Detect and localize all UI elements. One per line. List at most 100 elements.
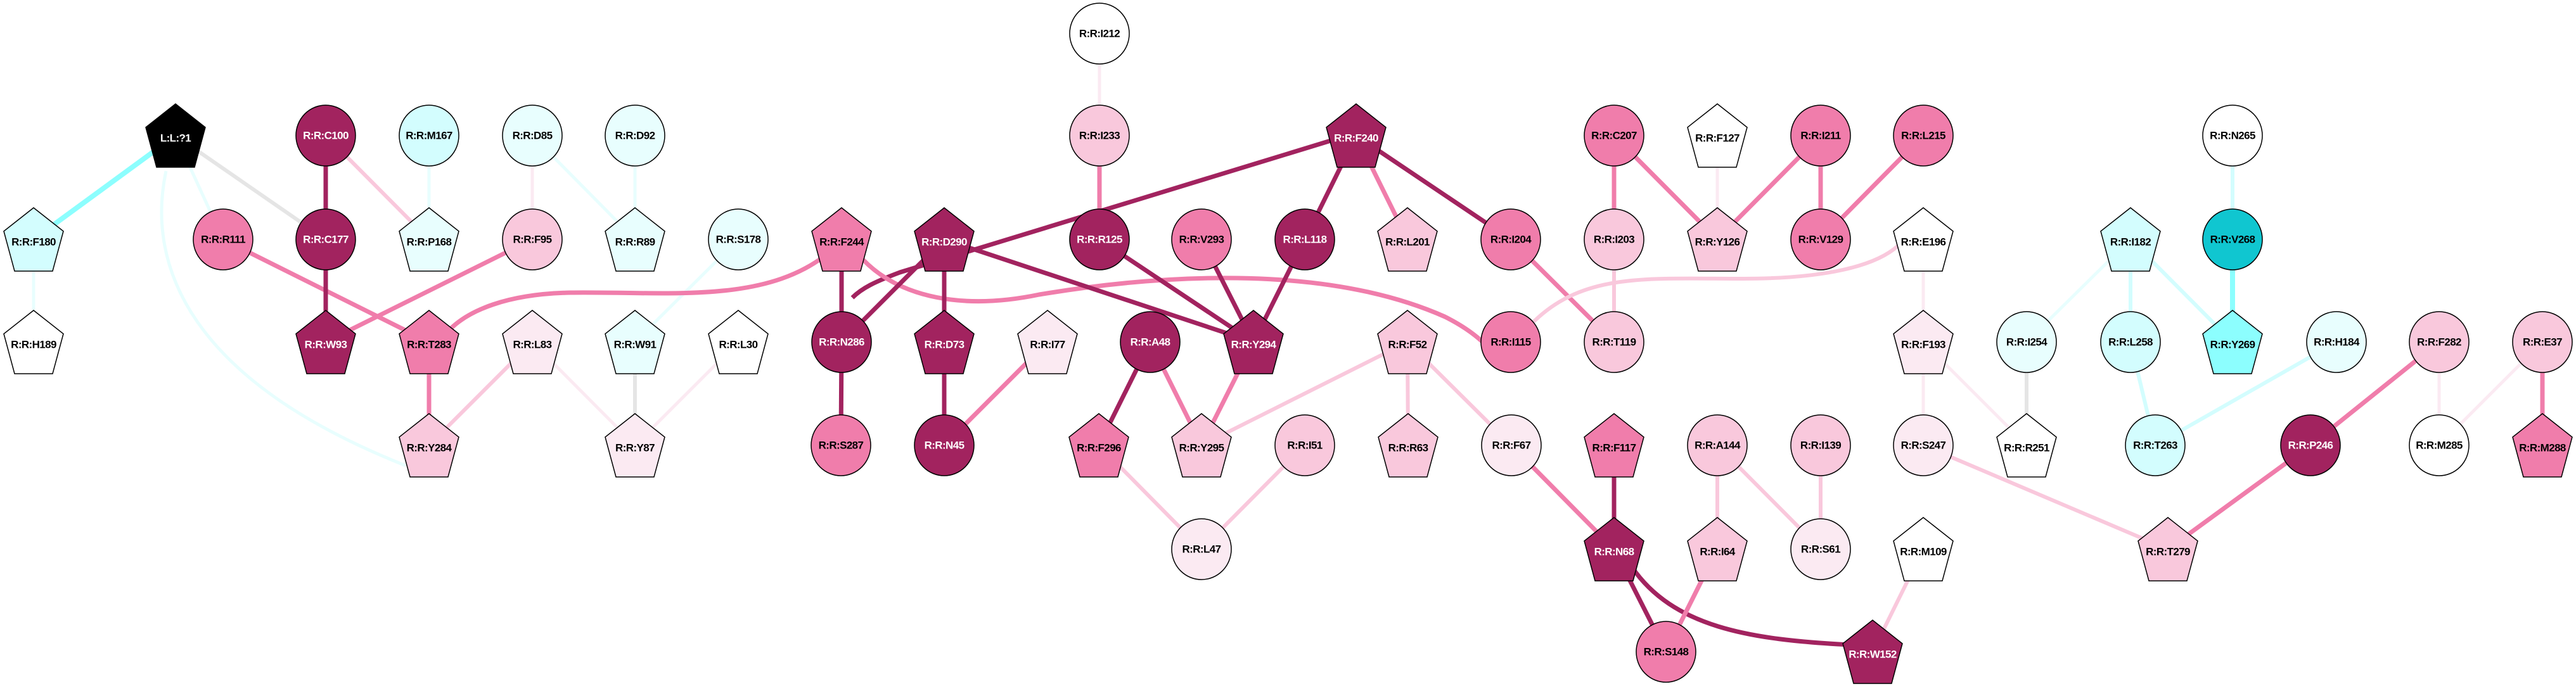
- node-r-r-f282[interactable]: R:R:F282: [2409, 311, 2470, 373]
- node-r-r-v129[interactable]: R:R:V129: [1790, 208, 1851, 270]
- node-r-r-s287[interactable]: R:R:S287: [811, 414, 871, 476]
- node-r-r-i203[interactable]: R:R:I203: [1584, 208, 1644, 270]
- node-r-r-c177[interactable]: R:R:C177: [295, 208, 356, 270]
- node-r-r-s178[interactable]: R:R:S178: [708, 208, 769, 270]
- node-r-r-h184[interactable]: R:R:H184: [2306, 311, 2367, 373]
- node-r-r-y87[interactable]: R:R:Y87: [605, 413, 665, 478]
- node-r-r-w152[interactable]: R:R:W152: [1842, 619, 1903, 684]
- node-r-r-i115[interactable]: R:R:I115: [1480, 311, 1541, 373]
- node-r-r-s61[interactable]: R:R:S61: [1790, 518, 1851, 580]
- node-r-r-s148[interactable]: R:R:S148: [1636, 621, 1696, 683]
- node-r-r-n45[interactable]: R:R:N45: [914, 414, 975, 476]
- node-r-r-l258[interactable]: R:R:L258: [2100, 311, 2161, 373]
- pentagon-node-shape: [1687, 207, 1748, 272]
- node-r-r-i77[interactable]: R:R:I77: [1017, 310, 1078, 374]
- node-r-r-t119[interactable]: R:R:T119: [1584, 311, 1644, 373]
- node-l-l-1[interactable]: L:L:?1: [145, 103, 206, 168]
- node-r-r-d290[interactable]: R:R:D290: [914, 207, 975, 272]
- node-label: R:R:C177: [303, 234, 349, 246]
- node-r-r-r89[interactable]: R:R:R89: [605, 207, 665, 272]
- node-r-r-i51[interactable]: R:R:I51: [1274, 414, 1335, 476]
- circle-node-shape: [1069, 3, 1130, 65]
- node-r-r-d73[interactable]: R:R:D73: [914, 310, 975, 374]
- node-r-r-n265[interactable]: R:R:N265: [2202, 105, 2263, 167]
- node-r-r-t279[interactable]: R:R:T279: [2137, 517, 2198, 581]
- node-r-r-m285[interactable]: R:R:M285: [2409, 414, 2470, 476]
- node-r-r-e196[interactable]: R:R:E196: [1893, 207, 1954, 272]
- node-r-r-l83[interactable]: R:R:L83: [502, 310, 563, 374]
- node-r-r-m109[interactable]: R:R:M109: [1893, 517, 1954, 581]
- node-r-r-i211[interactable]: R:R:I211: [1790, 105, 1851, 167]
- node-r-r-w93[interactable]: R:R:W93: [295, 310, 356, 374]
- node-label: R:R:F240: [1334, 132, 1378, 144]
- node-label: R:R:A144: [1695, 440, 1741, 452]
- node-r-r-n286[interactable]: R:R:N286: [811, 311, 872, 373]
- node-r-r-f180[interactable]: R:R:F180: [3, 207, 64, 272]
- node-r-r-m167[interactable]: R:R:M167: [399, 105, 459, 167]
- node-r-r-l30[interactable]: R:R:L30: [708, 310, 769, 374]
- node-r-r-i233[interactable]: R:R:I233: [1069, 105, 1130, 167]
- circle-node-shape: [1584, 208, 1644, 270]
- node-r-r-i182[interactable]: R:R:I182: [2100, 207, 2161, 272]
- node-r-r-w91[interactable]: R:R:W91: [605, 310, 665, 374]
- node-r-r-v293[interactable]: R:R:V293: [1171, 208, 1232, 270]
- node-r-r-l118[interactable]: R:R:L118: [1274, 208, 1335, 270]
- node-r-r-m288[interactable]: R:R:M288: [2512, 413, 2573, 478]
- node-r-r-y284[interactable]: R:R:Y284: [399, 413, 459, 478]
- node-r-r-c100[interactable]: R:R:C100: [295, 105, 356, 167]
- node-r-r-i212[interactable]: R:R:I212: [1069, 3, 1130, 65]
- node-r-r-t263[interactable]: R:R:T263: [2125, 414, 2186, 476]
- node-r-r-r251[interactable]: R:R:R251: [1996, 413, 2057, 478]
- node-r-r-a144[interactable]: R:R:A144: [1687, 414, 1748, 476]
- node-r-r-v268[interactable]: R:R:V268: [2202, 208, 2263, 270]
- circle-node-shape: [1480, 311, 1541, 373]
- node-r-r-a48[interactable]: R:R:A48: [1120, 311, 1181, 373]
- node-r-r-e37[interactable]: R:R:E37: [2512, 311, 2573, 373]
- node-label: R:R:T279: [2146, 546, 2190, 558]
- node-label: R:R:M109: [1900, 546, 1947, 558]
- node-label: R:R:D85: [513, 130, 553, 142]
- node-r-r-f244[interactable]: R:R:F244: [811, 207, 872, 272]
- node-r-r-f240[interactable]: R:R:F240: [1326, 103, 1387, 168]
- node-r-r-y295[interactable]: R:R:Y295: [1171, 413, 1232, 478]
- node-r-r-h189[interactable]: R:R:H189: [3, 310, 64, 374]
- node-r-r-y269[interactable]: R:R:Y269: [2202, 310, 2263, 374]
- pentagon-node-shape: [2512, 413, 2573, 478]
- node-r-r-f95[interactable]: R:R:F95: [502, 208, 563, 270]
- node-r-r-r111[interactable]: R:R:R111: [193, 208, 253, 270]
- node-r-r-r63[interactable]: R:R:R63: [1378, 413, 1439, 478]
- node-r-r-f67[interactable]: R:R:F67: [1481, 414, 1542, 476]
- node-r-r-f127[interactable]: R:R:F127: [1687, 103, 1748, 168]
- node-r-r-n68[interactable]: R:R:N68: [1584, 517, 1644, 581]
- node-r-r-d85[interactable]: R:R:D85: [502, 105, 563, 167]
- node-r-r-i204[interactable]: R:R:I204: [1480, 208, 1541, 270]
- node-r-r-p246[interactable]: R:R:P246: [2280, 414, 2341, 476]
- pentagon-node-shape: [145, 103, 206, 168]
- node-r-r-l215[interactable]: R:R:L215: [1893, 105, 1954, 167]
- node-r-r-l47[interactable]: R:R:L47: [1171, 518, 1232, 580]
- pentagon-node-shape: [1377, 310, 1438, 374]
- node-label: R:R:H189: [11, 339, 56, 351]
- node-r-r-i64[interactable]: R:R:I64: [1687, 517, 1748, 581]
- node-r-r-i139[interactable]: R:R:I139: [1790, 414, 1851, 476]
- node-r-r-s247[interactable]: R:R:S247: [1893, 414, 1954, 476]
- node-r-r-p168[interactable]: R:R:P168: [399, 207, 459, 272]
- node-r-r-i254[interactable]: R:R:I254: [1996, 311, 2057, 373]
- node-r-r-f52[interactable]: R:R:F52: [1377, 310, 1438, 374]
- node-r-r-l201[interactable]: R:R:L201: [1377, 207, 1438, 272]
- node-r-r-c207[interactable]: R:R:C207: [1584, 105, 1644, 167]
- node-r-r-f117[interactable]: R:R:F117: [1584, 413, 1644, 478]
- circle-node-shape: [2125, 414, 2186, 476]
- node-r-r-t283[interactable]: R:R:T283: [399, 310, 459, 374]
- node-r-r-y126[interactable]: R:R:Y126: [1687, 207, 1748, 272]
- node-r-r-f296[interactable]: R:R:F296: [1068, 413, 1129, 478]
- node-r-r-f193[interactable]: R:R:F193: [1893, 310, 1954, 374]
- node-label: R:R:N286: [819, 336, 864, 348]
- node-r-r-d92[interactable]: R:R:D92: [605, 105, 665, 167]
- node-r-r-y294[interactable]: R:R:Y294: [1223, 310, 1284, 374]
- node-r-r-r125[interactable]: R:R:R125: [1069, 208, 1130, 270]
- pentagon-node-shape: [295, 310, 356, 374]
- circle-node-shape: [1069, 208, 1130, 270]
- pentagon-node-shape: [1223, 310, 1284, 374]
- circle-node-shape: [1584, 311, 1644, 373]
